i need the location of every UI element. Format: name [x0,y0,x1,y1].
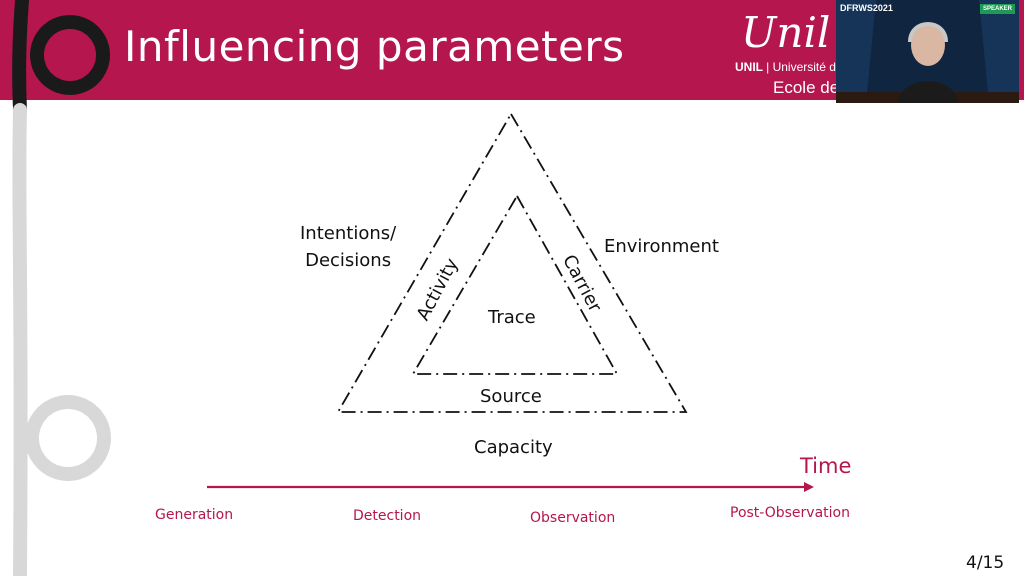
page-number: 4/15 [966,553,1005,573]
unil-logo: Unil UNIL | Université d Ecole de [735,6,845,98]
page-title: Influencing parameters [124,22,625,71]
event-label: DFRWS2021 [840,3,893,13]
speaker-badge: SPEAKER [979,4,1015,14]
center-label-trace: Trace [488,307,536,328]
outer-left-text: Intentions/ Decisions [300,223,397,271]
webcam-video [836,0,1019,103]
outer-label-environment: Environment [604,236,719,257]
unil-university-name: Université d [772,60,836,74]
unil-logo-line: UNIL | Université d [735,60,836,74]
unil-abbr: UNIL [735,60,763,74]
inner-label-source: Source [480,386,542,407]
rope-decoration [12,0,111,576]
timeline-arrow-head [804,482,814,492]
outer-label-intentions: Intentions/ Decisions [300,220,396,274]
outer-triangle [336,112,688,413]
speaker-webcam: DFRWS2021 SPEAKER [836,0,1019,103]
unil-separator: | [766,60,770,74]
school-name: Ecole de [773,78,840,97]
stage-observation: Observation [530,510,616,526]
unil-logo-script: Unil [741,8,831,57]
stage-detection: Detection [353,508,422,524]
stage-post-observation: Post-Observation [730,505,850,521]
time-axis-label: Time [800,454,852,478]
stage-generation: Generation [155,507,234,523]
outer-label-capacity: Capacity [474,437,553,458]
inner-triangle [411,194,619,375]
